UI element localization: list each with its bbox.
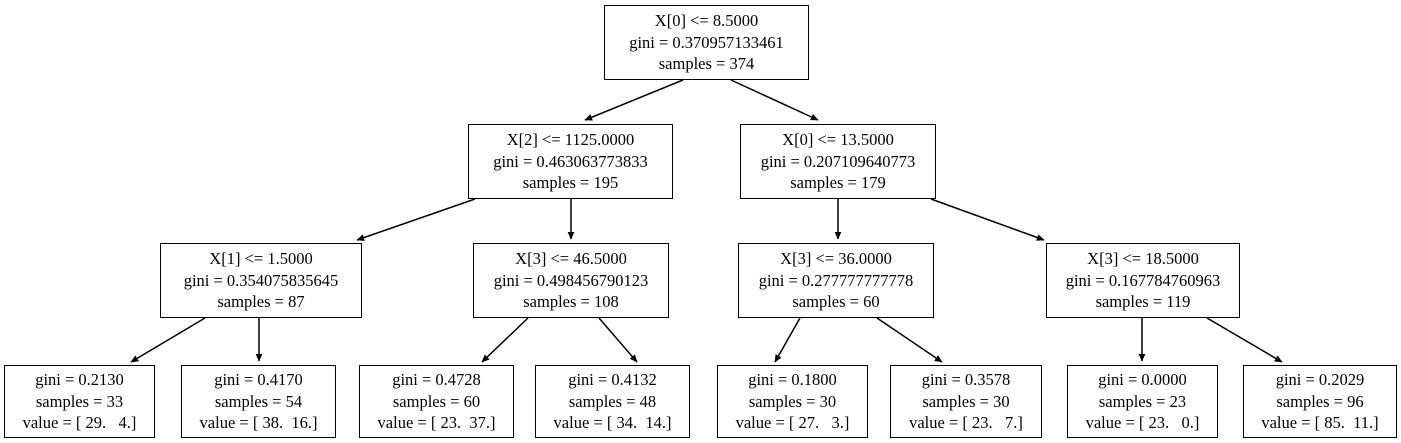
node-value: value = [ 38. 16.]	[199, 413, 318, 433]
node-condition: X[0] <= 8.5000	[654, 10, 759, 30]
node-samples: samples = 87	[217, 292, 305, 312]
node-samples: samples = 33	[35, 391, 124, 411]
node-gini: gini = 0.0000	[1098, 369, 1187, 389]
tree-edge-n2-n6	[930, 198, 1045, 241]
node-samples: samples = 60	[792, 292, 880, 312]
node-samples: samples = 30	[748, 391, 837, 411]
tree-edge-n5-n11	[774, 317, 801, 363]
node-gini: gini = 0.167784760963	[1065, 270, 1221, 290]
node-gini: gini = 0.2029	[1275, 369, 1365, 389]
node-condition: X[1] <= 1.5000	[209, 248, 313, 268]
node-samples: samples = 374	[658, 54, 755, 74]
node-samples: samples = 195	[522, 173, 619, 193]
node-value: value = [ 34. 14.]	[553, 413, 672, 433]
node-value: value = [ 85. 11.]	[1261, 413, 1379, 433]
node-gini: gini = 0.3578	[921, 369, 1011, 389]
node-value: value = [ 23. 7.]	[909, 413, 1023, 433]
tree-edge-n0-n2	[730, 79, 819, 121]
node-condition: X[2] <= 1125.0000	[506, 129, 635, 149]
node-gini: gini = 0.2130	[35, 369, 124, 389]
node-gini: gini = 0.4170	[214, 369, 303, 389]
tree-edge-n1-n3	[356, 198, 476, 241]
node-gini: gini = 0.498456790123	[493, 270, 649, 290]
node-condition: X[3] <= 18.5000	[1087, 248, 1199, 268]
node-condition: X[3] <= 36.0000	[780, 248, 892, 268]
node-condition: X[3] <= 46.5000	[515, 248, 627, 268]
tree-edge-n0-n1	[584, 79, 684, 121]
node-samples: samples = 30	[922, 391, 1010, 411]
node-samples: samples = 54	[214, 391, 303, 411]
node-value: value = [ 29. 4.]	[22, 413, 137, 433]
node-gini: gini = 0.1800	[748, 369, 837, 389]
node-gini: gini = 0.4728	[392, 369, 481, 389]
tree-edge-n6-n14	[1206, 317, 1283, 363]
tree-edge-n4-n9	[481, 317, 529, 363]
node-value: value = [ 23. 0.]	[1085, 413, 1200, 433]
tree-edge-n5-n12	[876, 317, 943, 363]
node-value: value = [ 23. 37.]	[377, 413, 496, 433]
node-gini: gini = 0.370957133461	[629, 32, 784, 52]
node-gini: gini = 0.354075835645	[183, 270, 339, 290]
node-samples: samples = 108	[523, 292, 619, 312]
node-gini: gini = 0.277777777778	[758, 270, 914, 290]
tree-edge-n3-n7	[130, 317, 206, 363]
node-samples: samples = 96	[1276, 391, 1364, 411]
node-samples: samples = 179	[790, 173, 886, 193]
node-gini: gini = 0.463063773833	[493, 151, 648, 171]
node-gini: gini = 0.4132	[568, 369, 657, 389]
node-samples: samples = 48	[568, 391, 657, 411]
node-samples: samples = 23	[1098, 391, 1187, 411]
node-condition: X[0] <= 13.5000	[782, 129, 894, 149]
node-samples: samples = 60	[392, 391, 481, 411]
node-gini: gini = 0.207109640773	[760, 151, 916, 171]
tree-edge-n4-n10	[598, 317, 638, 363]
tree-edges	[130, 79, 1283, 363]
node-value: value = [ 27. 3.]	[735, 413, 850, 433]
node-samples: samples = 119	[1095, 292, 1191, 312]
